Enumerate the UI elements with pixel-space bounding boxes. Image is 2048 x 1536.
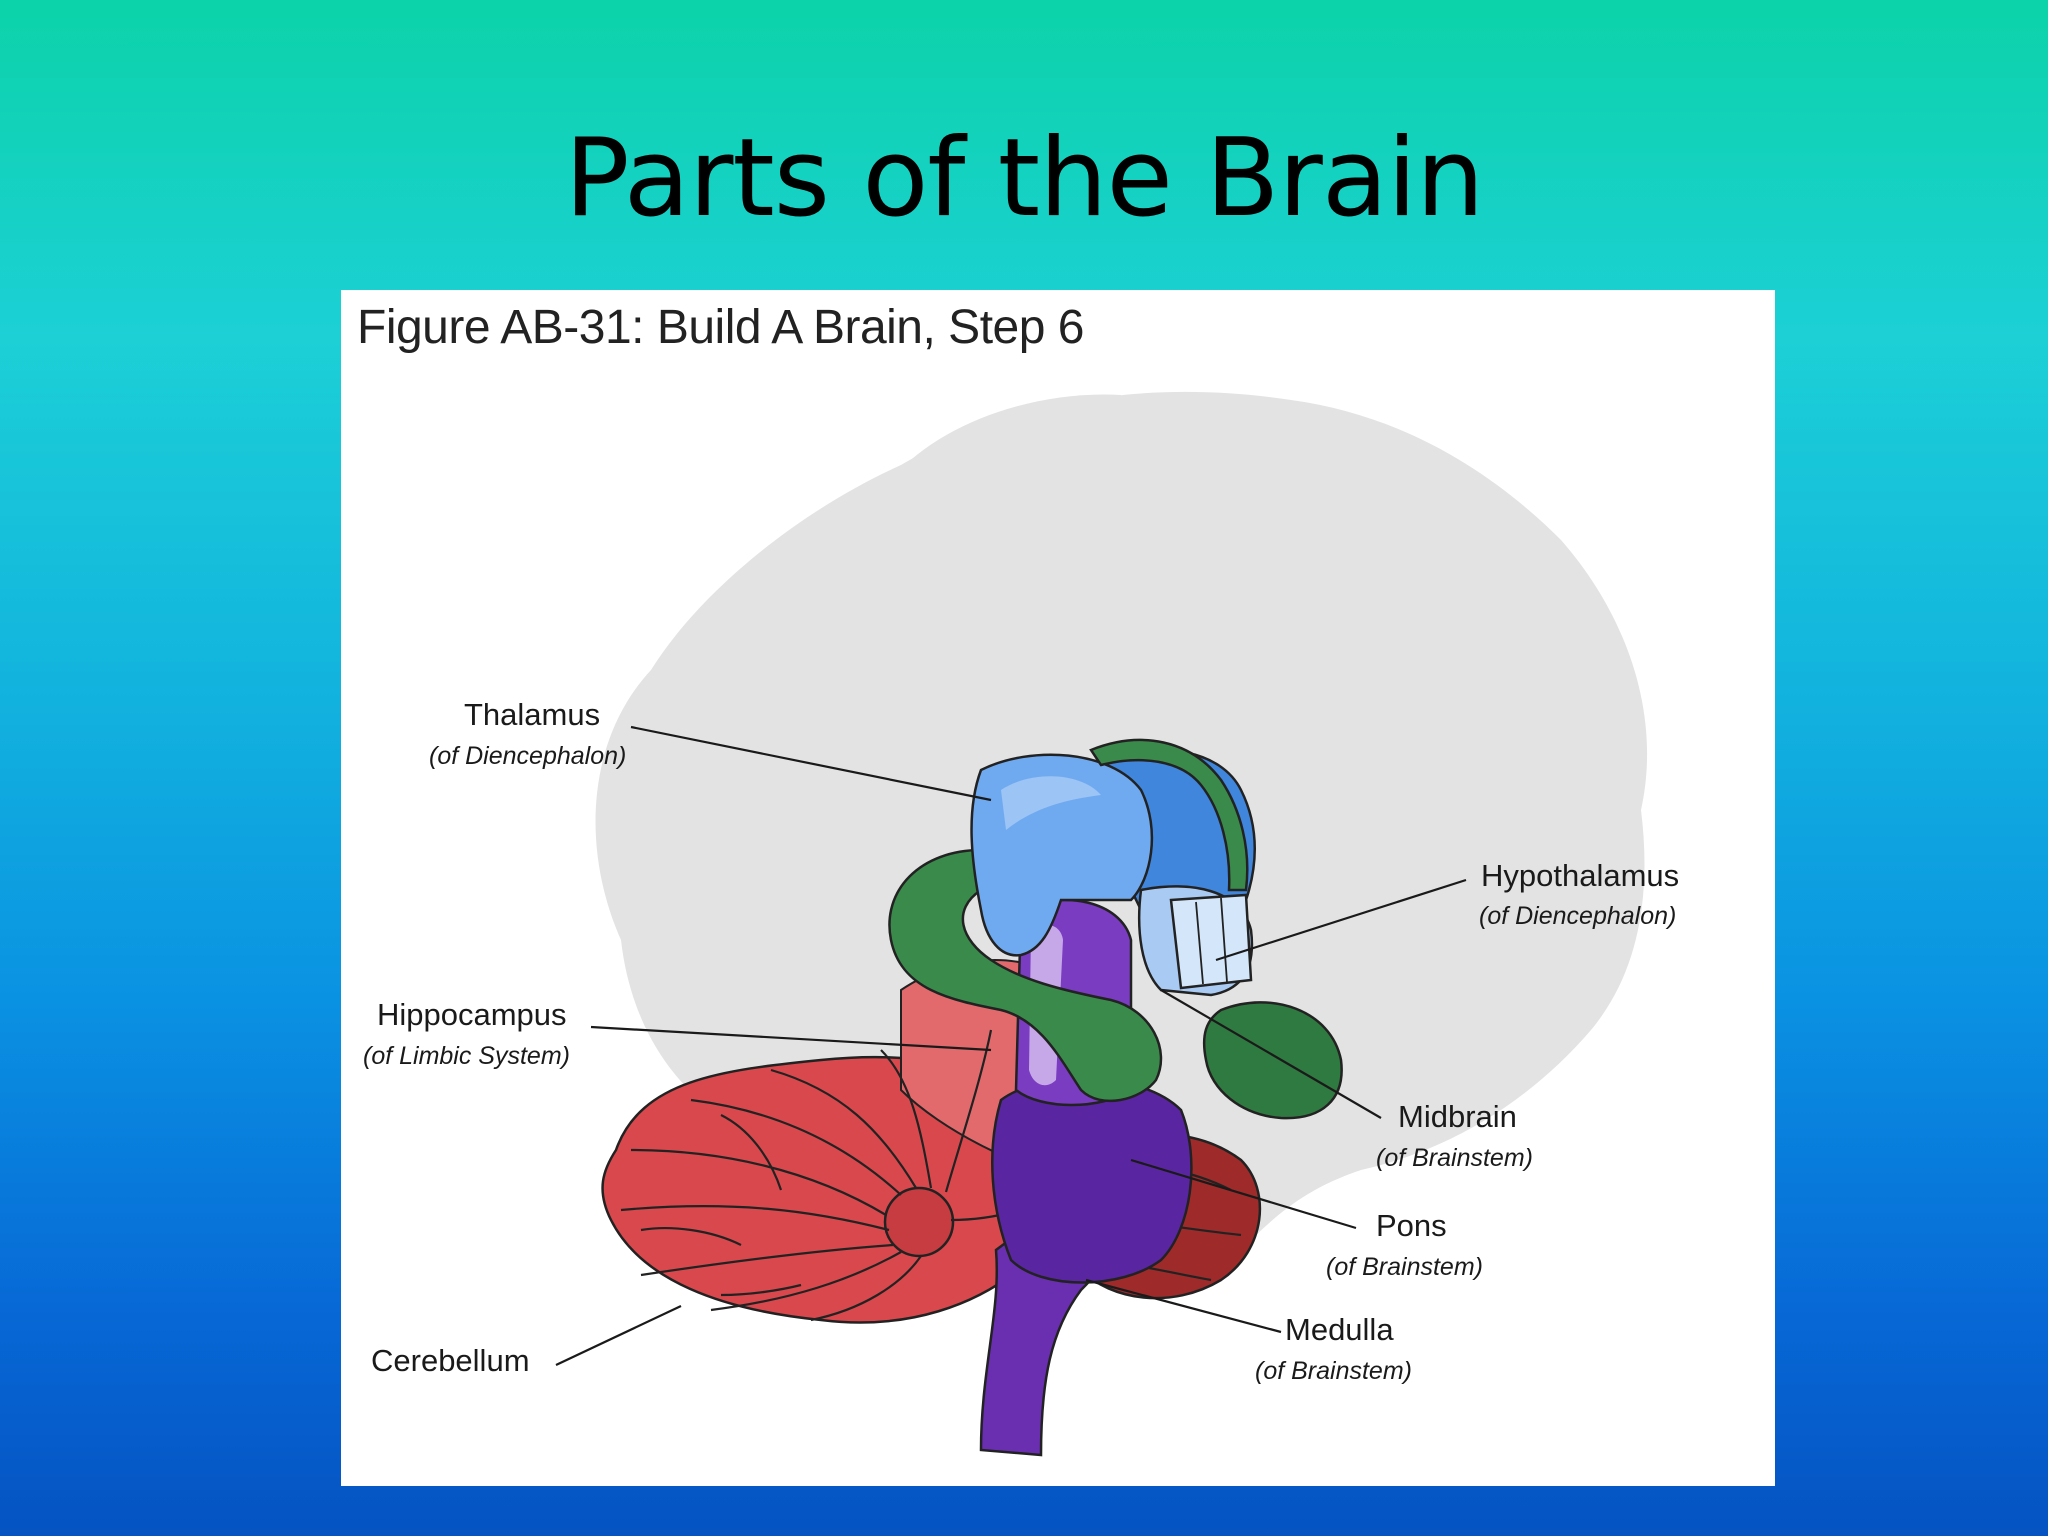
- fornix-shape: [1089, 738, 1249, 892]
- label-hypothalamus-sub: (of Diencephalon): [1479, 902, 1676, 930]
- label-midbrain-sub: (of Brainstem): [1376, 1144, 1533, 1172]
- label-medulla-name: Medulla: [1285, 1312, 1394, 1347]
- label-medulla: Medulla (of Brainstem): [1255, 1312, 1412, 1385]
- label-midbrain: Midbrain (of Brainstem): [1376, 1099, 1533, 1172]
- label-cerebellum: Cerebellum: [371, 1343, 530, 1378]
- label-pons-sub: (of Brainstem): [1326, 1253, 1483, 1281]
- label-hippocampus-name: Hippocampus: [377, 997, 567, 1032]
- cerebellum-shape: [601, 959, 1262, 1324]
- label-thalamus-sub: (of Diencephalon): [429, 742, 626, 770]
- label-cerebellum-name: Cerebellum: [371, 1343, 530, 1378]
- label-hippocampus: Hippocampus (of Limbic System): [363, 997, 570, 1070]
- label-hypothalamus: Hypothalamus (of Diencephalon): [1479, 858, 1679, 930]
- label-hypothalamus-name: Hypothalamus: [1481, 858, 1679, 893]
- label-pons-name: Pons: [1376, 1208, 1447, 1243]
- hypothalamus-shape: [1137, 885, 1254, 997]
- label-midbrain-name: Midbrain: [1398, 1099, 1517, 1134]
- brain-figure: Figure AB-31: Build A Brain, Step 6: [341, 290, 1775, 1486]
- label-thalamus-name: Thalamus: [464, 697, 600, 732]
- label-hippocampus-sub: (of Limbic System): [363, 1042, 570, 1070]
- figure-caption: Figure AB-31: Build A Brain, Step 6: [357, 301, 1084, 354]
- label-thalamus: Thalamus (of Diencephalon): [429, 697, 626, 770]
- label-pons: Pons (of Brainstem): [1326, 1208, 1483, 1281]
- label-medulla-sub: (of Brainstem): [1255, 1357, 1412, 1385]
- brain-diagram: Thalamus (of Diencephalon) Hypothalamus …: [363, 391, 1679, 1457]
- hippocampus-shape: [888, 848, 1343, 1120]
- leader-lines: [555, 725, 1467, 1366]
- slide-title: Parts of the Brain: [564, 116, 1485, 241]
